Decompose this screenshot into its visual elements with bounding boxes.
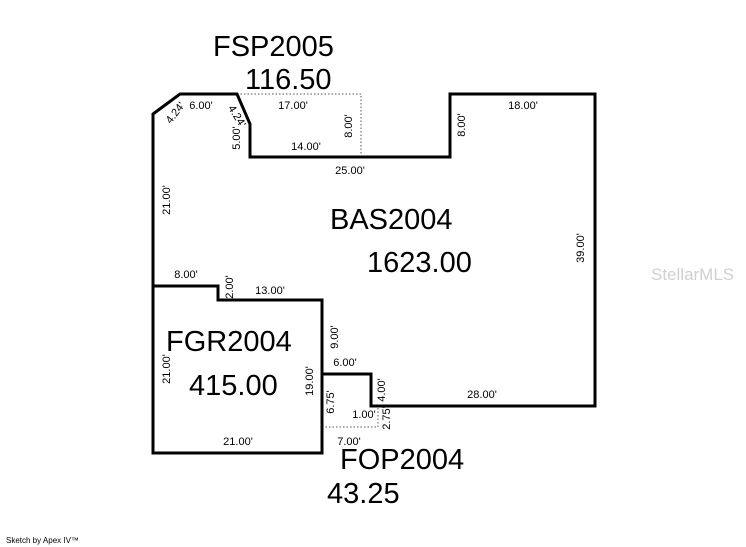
fgr-value-label: 415.00 [189, 370, 278, 402]
sketch-credit: Sketch by Apex IV™ [6, 536, 79, 545]
dim-700: 7.00' [337, 436, 361, 448]
dim-800-mid: 8.00' [174, 269, 198, 281]
dim-1800: 18.00' [508, 100, 538, 112]
dim-2800: 28.00' [467, 389, 497, 401]
dim-600-top: 6.00' [189, 100, 213, 112]
dim-2100-fgr: 21.00' [161, 354, 173, 384]
fsp-value-label: 116.50 [245, 64, 332, 96]
bas-code-label: BAS2004 [330, 204, 453, 236]
dim-800-bas: 8.00' [456, 113, 468, 137]
dim-1900: 19.00' [304, 366, 316, 396]
dim-424-right: 4.24' [225, 103, 248, 129]
bas-value-label: 1623.00 [367, 247, 472, 279]
dim-100: 1.00' [352, 409, 376, 421]
dim-675: 6.75' [325, 390, 337, 414]
dim-600-mid: 6.00' [333, 357, 357, 369]
watermark-logo: StellarMLS [651, 265, 734, 284]
dim-3900: 39.00' [575, 233, 587, 263]
dim-2100-bottom: 21.00' [223, 436, 253, 448]
fop-code-label: FOP2004 [340, 444, 464, 476]
dim-800-fsp: 8.00' [343, 114, 355, 138]
dim-500: 5.00' [231, 126, 243, 150]
fsp-code-label: FSP2005 [213, 31, 334, 63]
dim-400: 4.00' [376, 378, 388, 402]
fop-dotted-outline [322, 406, 379, 428]
fgr-outline [151, 284, 324, 455]
dim-900: 9.00' [329, 325, 341, 349]
fop-value-label: 43.25 [327, 478, 400, 510]
dim-200: 2.00' [224, 275, 236, 299]
fsp-dotted-outline [237, 93, 362, 157]
fgr-code-label: FGR2004 [166, 326, 292, 358]
dim-1400: 14.00' [291, 141, 321, 153]
dim-2500: 25.00' [335, 165, 365, 177]
dim-1300: 13.00' [255, 285, 285, 297]
dim-275: 2.75' [381, 406, 393, 430]
dim-2100-bas: 21.00' [161, 185, 173, 215]
dim-1700: 17.00' [278, 100, 308, 112]
